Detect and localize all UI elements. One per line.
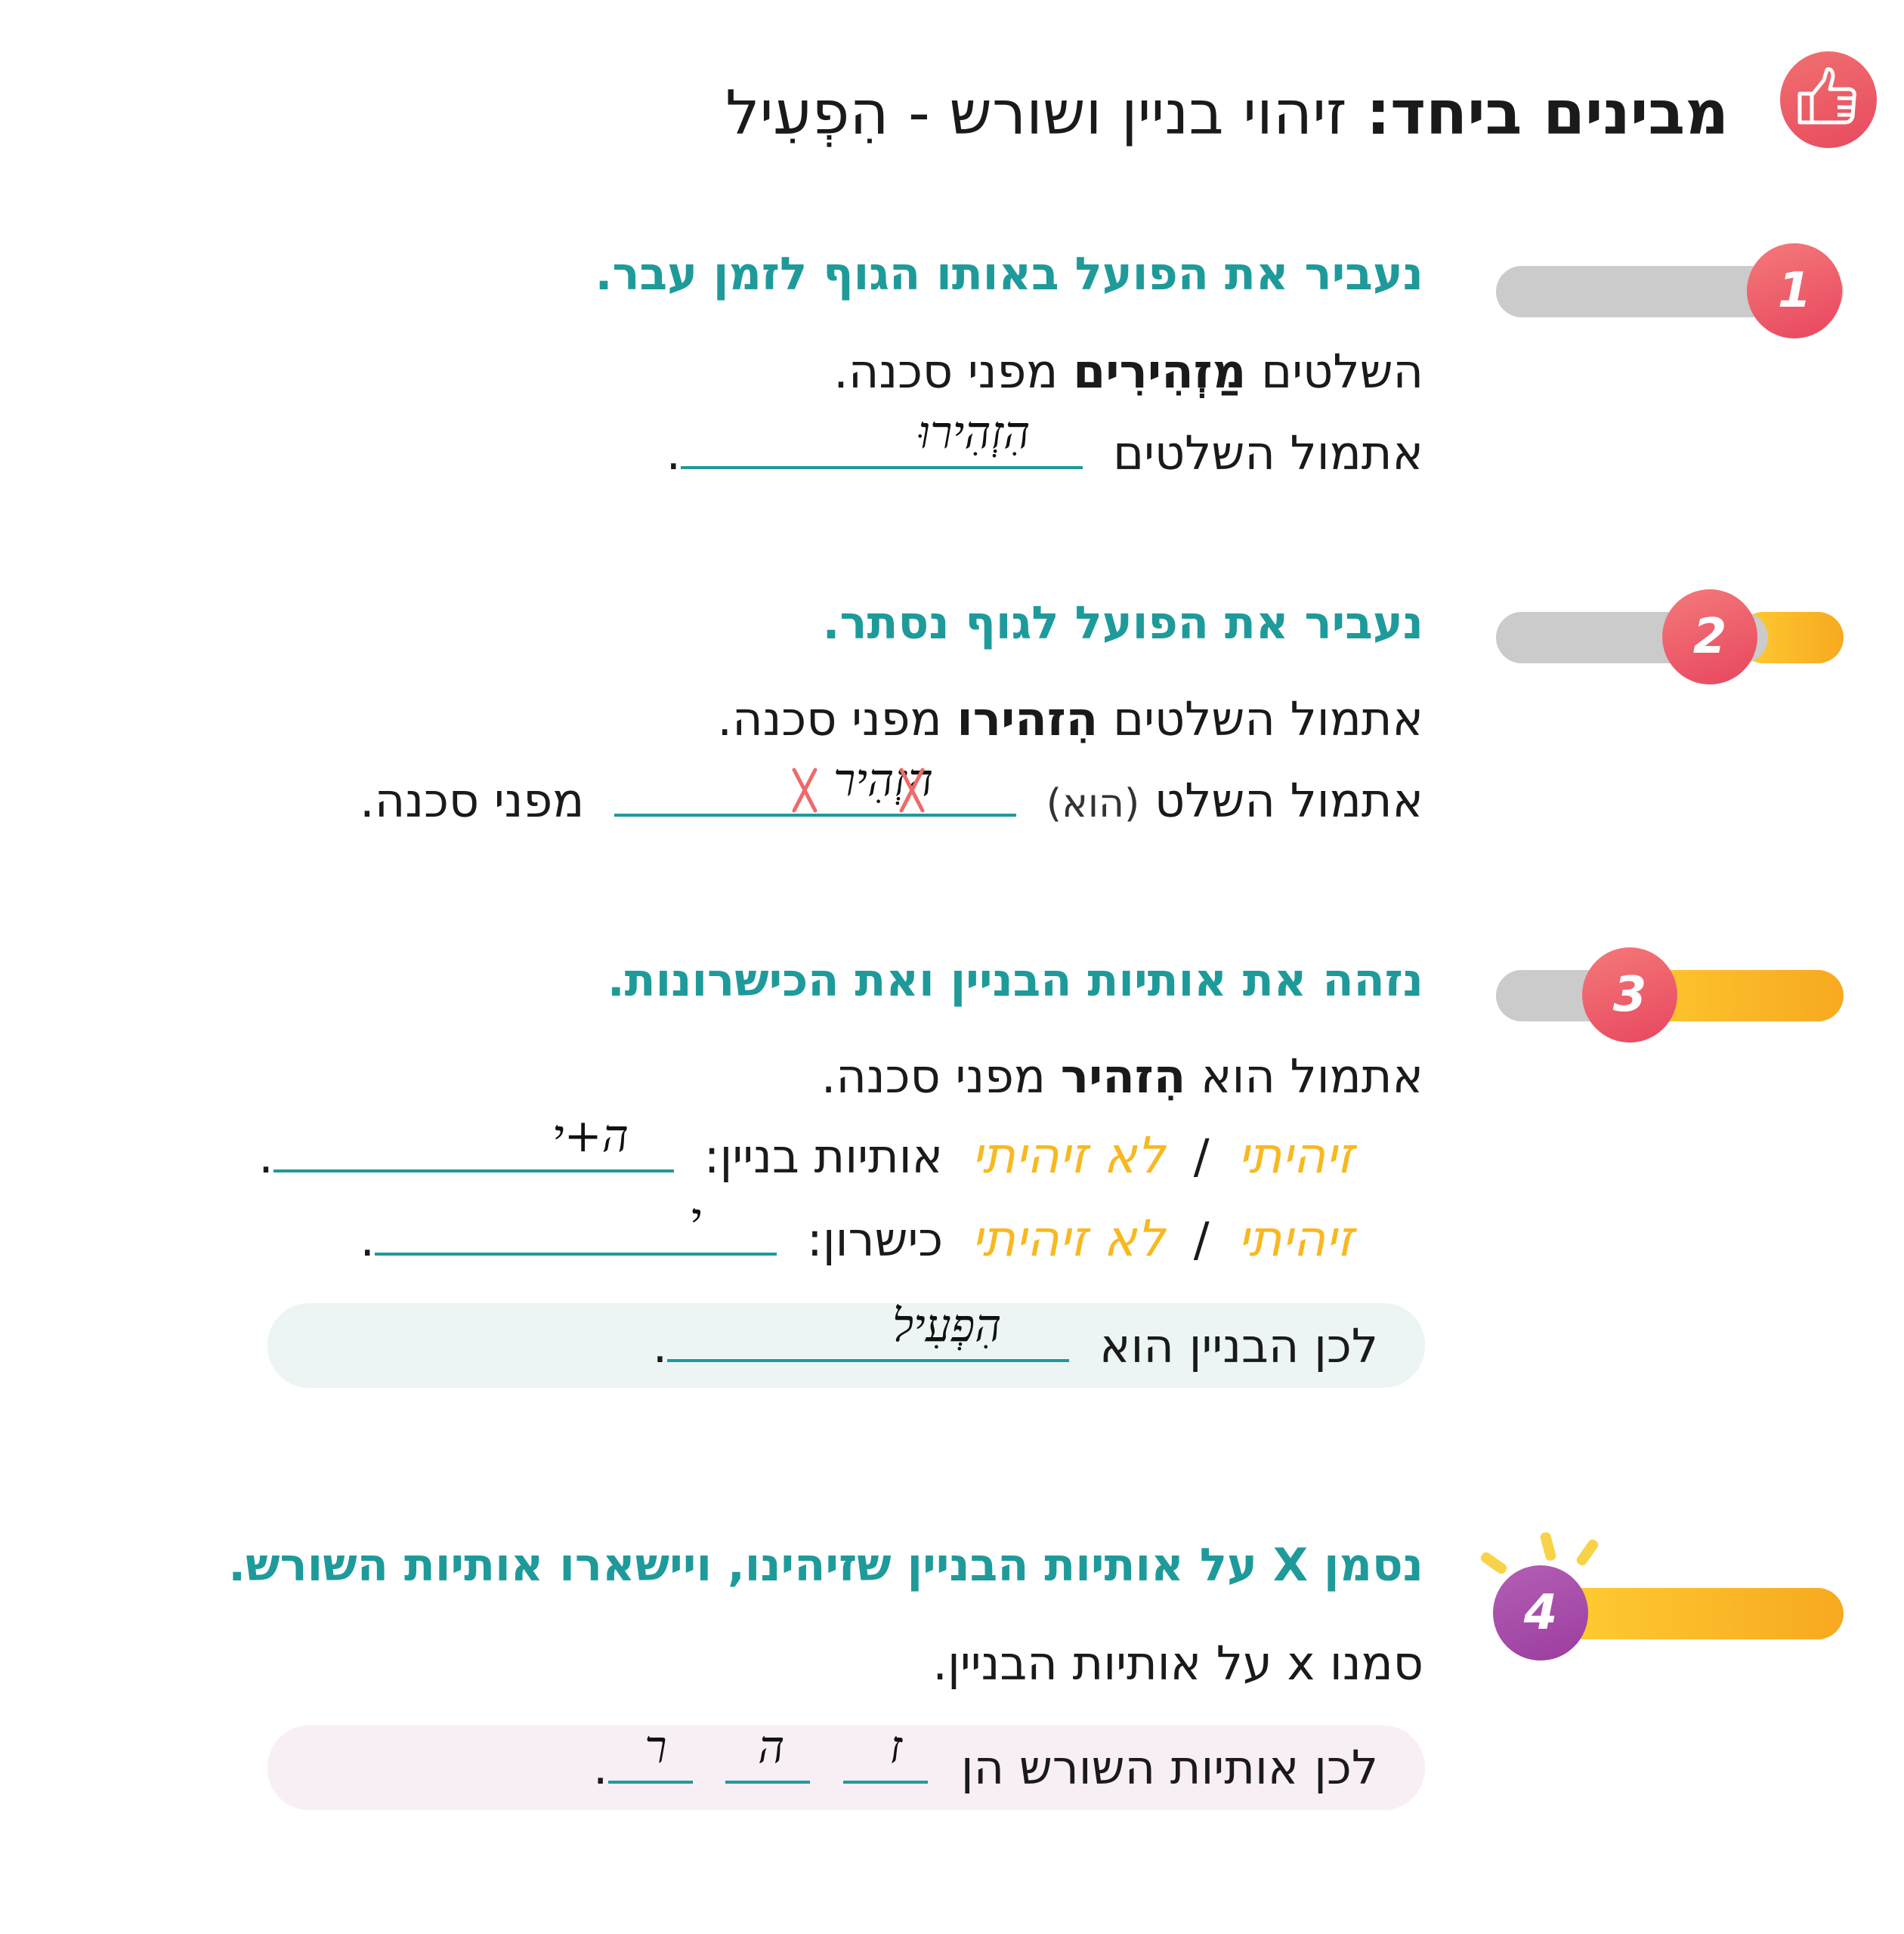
- root-letter-blank[interactable]: ר: [607, 1721, 693, 1784]
- step2-number-badge: 2: [1662, 589, 1757, 684]
- talent-label: כישרון:: [806, 1212, 944, 1267]
- root-letter: ר: [644, 1721, 667, 1774]
- step1-fill-label: אתמול השלטים: [1112, 425, 1423, 480]
- step2-heading: נעביר את הפועל לגוף נסתר.: [822, 597, 1423, 650]
- root-letter-blank[interactable]: ז: [843, 1721, 928, 1784]
- talent-option-no[interactable]: לא זיהיתי: [971, 1210, 1166, 1268]
- talent-option-yes[interactable]: זיהיתי: [1238, 1210, 1354, 1268]
- sparkle-icon: [1539, 1531, 1557, 1562]
- step3-talent-row: זיהיתי / לא זיהיתי כישרון: י .: [360, 1193, 1354, 1270]
- conclusion-answer-blank[interactable]: הִפְעִיל: [667, 1299, 1070, 1362]
- step4-conclusion: לכן אותיות השורש הן ז ה ר .: [593, 1721, 1378, 1798]
- title-rest: זיהוי בניין ושורש - הִפְעִיל: [725, 78, 1367, 148]
- step2-fill-end: מפני סכנה.: [360, 773, 585, 828]
- step3-number-badge: 3: [1582, 947, 1677, 1043]
- step2-sentence: אתמול השלטים הִזהירו מפני סכנה.: [717, 691, 1423, 746]
- root-letter-blank[interactable]: ה: [725, 1721, 811, 1784]
- step4-progress-fill: [1556, 1588, 1844, 1639]
- title-bold: מבינים ביחד:: [1366, 78, 1729, 148]
- step4-number-badge: 4: [1493, 1565, 1588, 1661]
- root-letter: ז: [889, 1721, 902, 1774]
- step2-fill-label: אתמול השלט: [1154, 773, 1423, 828]
- step1-number-badge: 1: [1747, 243, 1842, 338]
- x-mark-icon: [792, 768, 818, 813]
- step2-fill-line: אתמול השלט (הוא) הִזְהִיר מפני סכנה.: [360, 754, 1423, 834]
- letters-option-no[interactable]: לא זיהיתי: [971, 1126, 1166, 1185]
- step1-answer: הִזְהִירוּ: [918, 406, 1031, 459]
- step3-conclusion-box: [267, 1303, 1425, 1388]
- root-letter: ה: [758, 1721, 785, 1774]
- letters-option-yes[interactable]: זיהיתי: [1238, 1126, 1354, 1185]
- step4-instruction: סמנו x על אותיות הבניין.: [932, 1636, 1423, 1691]
- x-mark-icon: [899, 768, 925, 813]
- step1-answer-blank[interactable]: הִזְהִירוּ: [681, 406, 1083, 469]
- talent-answer-blank[interactable]: י: [375, 1193, 777, 1256]
- step2-fill-paren: (הוא): [1046, 781, 1140, 826]
- step3-conclusion: לכן הבניין הוא הִפְעִיל .: [653, 1299, 1378, 1376]
- step3-sentence: אתמול הוא הִזהיר מפני סכנה.: [821, 1049, 1423, 1104]
- root-label: לכן אותיות השורש הן: [960, 1740, 1378, 1795]
- conclusion-label: לכן הבניין הוא: [1099, 1318, 1378, 1373]
- step3-heading: נזהה את אותיות הבניין ואת הכישרונות.: [607, 954, 1423, 1007]
- letters-label: אותיות בניין:: [703, 1129, 944, 1184]
- step3-letters-row: זיהיתי / לא זיהיתי אותיות בניין: ה+י .: [258, 1110, 1354, 1187]
- letters-answer-blank[interactable]: ה+י: [273, 1110, 674, 1172]
- step4-heading: נסמן X על אותיות הבניין שזיהינו, ויישארו…: [228, 1539, 1423, 1592]
- step1-heading: נעביר את הפועל באותו הגוף לזמן עבר.: [595, 248, 1423, 301]
- thumbs-up-icon: [1780, 51, 1877, 148]
- sparkle-icon: [1575, 1537, 1600, 1568]
- step1-fill-line: אתמול השלטים הִזְהִירוּ .: [666, 406, 1423, 484]
- sparkle-icon: [1479, 1550, 1509, 1576]
- talent-answer: י: [689, 1193, 702, 1246]
- step1-sentence: השלטים מַזְהִירִים מפני סכנה.: [833, 344, 1423, 399]
- conclusion-answer: הִפְעִיל: [892, 1299, 1002, 1352]
- page-title: מבינים ביחד: זיהוי בניין ושורש - הִפְעִי…: [725, 72, 1729, 155]
- letters-answer: ה+י: [552, 1110, 629, 1163]
- step2-answer-blank[interactable]: הִזְהִיר: [614, 754, 1017, 817]
- step4-conclusion-box: [267, 1725, 1425, 1810]
